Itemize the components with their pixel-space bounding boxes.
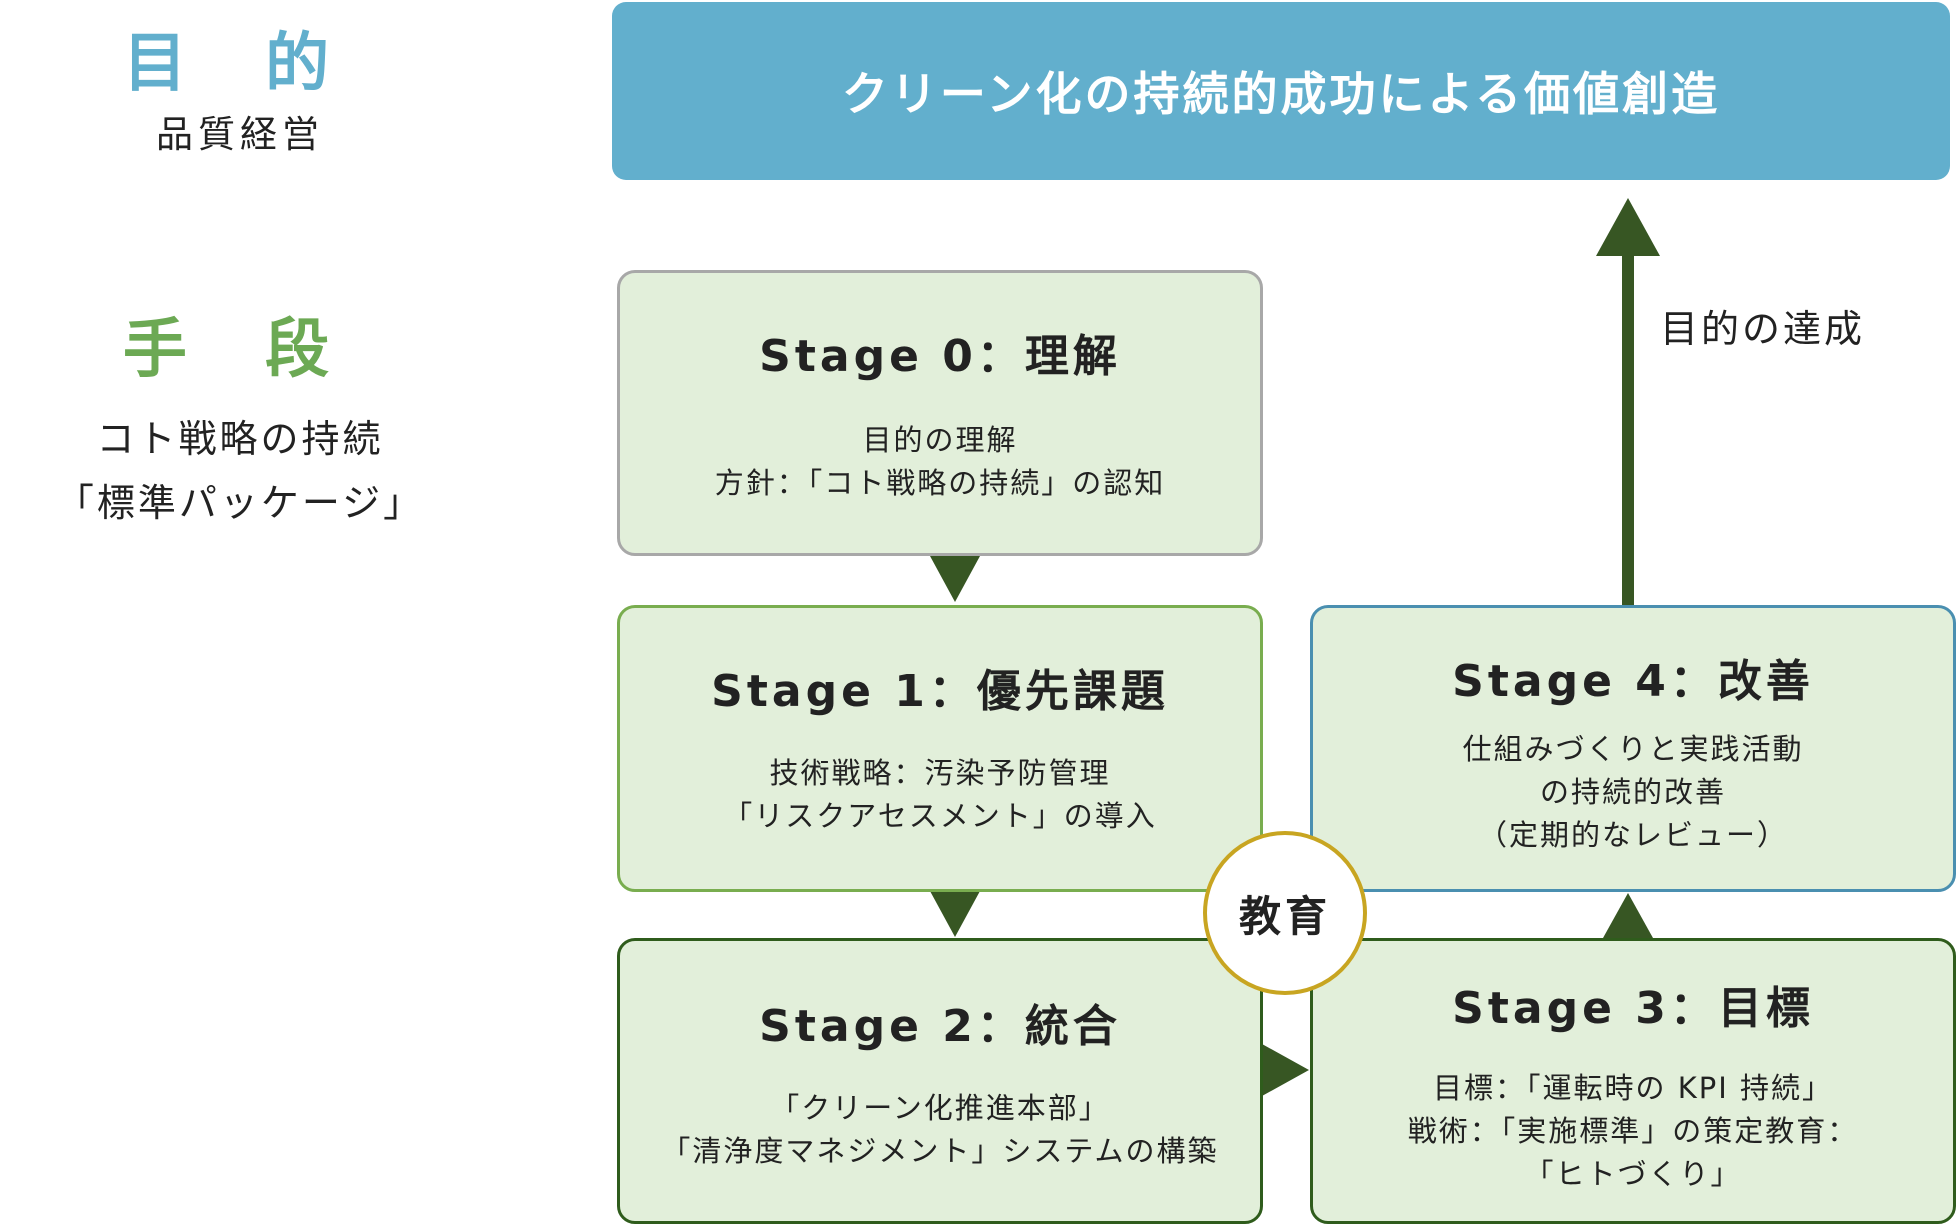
triangle-right-icon (1262, 1044, 1309, 1096)
triangle-down-icon (930, 556, 980, 602)
stage-4-line-2: の持続的改善 (1539, 775, 1726, 809)
stage-1-body: 技術戦略：汚染予防管理 「リスクアセスメント」の導入 (620, 752, 1260, 838)
means-subheading-line2: 「標準パッケージ」 (55, 481, 425, 525)
stage-4-line-3: （定期的なレビュー） (1477, 818, 1788, 852)
stage-1-line-1: 技術戦略：汚染予防管理 (769, 756, 1111, 790)
stage-1-box: Stage 1：優先課題 技術戦略：汚染予防管理 「リスクアセスメント」の導入 (617, 605, 1263, 892)
triangle-up-icon (1596, 198, 1660, 256)
stage-3-line-2: 戦術：「実施標準」の策定教育： (1407, 1114, 1859, 1148)
stage-2-title: Stage 2：統合 (759, 1001, 1121, 1052)
stage-2-body: 「クリーン化推進本部」 「清浄度マネジメント」システムの構築 (620, 1087, 1260, 1173)
purpose-heading: 目 的 (122, 27, 358, 101)
stage-4-body: 仕組みづくりと実践活動 の持続的改善 （定期的なレビュー） (1313, 728, 1953, 857)
stage-2-box: Stage 2：統合 「クリーン化推進本部」 「清浄度マネジメント」システムの構… (617, 938, 1263, 1224)
means-heading: 手 段 (122, 313, 358, 387)
achievement-label: 目的の達成 (1660, 307, 1866, 351)
stage-2-line-1: 「クリーン化推進本部」 (770, 1091, 1110, 1125)
stage-3-box: Stage 3：目標 目標：「運転時の KPI 持続」 戦術：「実施標準」の策定… (1310, 938, 1956, 1224)
stage-0-body: 目的の理解 方針：「コト戦略の持続」の認知 (620, 419, 1260, 505)
triangle-up-icon (1603, 893, 1653, 938)
purpose-subheading: 品質経営 (156, 113, 324, 156)
achievement-arrow-shaft (1622, 252, 1634, 608)
stage-3-body: 目標：「運転時の KPI 持続」 戦術：「実施標準」の策定教育： 「ヒトづくり」 (1313, 1067, 1953, 1196)
means-subheading-line1: コト戦略の持続 (96, 417, 384, 461)
stage-0-title: Stage 0：理解 (759, 331, 1121, 382)
purpose-banner-text: クリーン化の持続的成功による価値創造 (841, 67, 1721, 121)
stage-1-title: Stage 1：優先課題 (711, 666, 1169, 717)
stage-0-line-2: 方針：「コト戦略の持続」の認知 (714, 466, 1166, 500)
stage-4-line-1: 仕組みづくりと実践活動 (1462, 732, 1804, 766)
stage-1-line-2: 「リスクアセスメント」の導入 (723, 799, 1157, 833)
triangle-down-icon (930, 891, 980, 937)
stage-3-line-3: 「ヒトづくり」 (1524, 1157, 1742, 1191)
stage-3-title: Stage 3：目標 (1452, 983, 1814, 1034)
stage-2-line-2: 「清浄度マネジメント」システムの構築 (661, 1134, 1219, 1168)
stage-4-title: Stage 4：改善 (1452, 656, 1814, 707)
purpose-banner: クリーン化の持続的成功による価値創造 (612, 2, 1950, 180)
stage-4-box: Stage 4：改善 仕組みづくりと実践活動 の持続的改善 （定期的なレビュー） (1310, 605, 1956, 892)
stage-0-line-1: 目的の理解 (862, 423, 1018, 457)
stage-3-line-1: 目標：「運転時の KPI 持続」 (1433, 1071, 1833, 1105)
stage-0-box: Stage 0：理解 目的の理解 方針：「コト戦略の持続」の認知 (617, 270, 1263, 556)
education-circle: 教育 (1203, 831, 1367, 995)
education-label: 教育 (1238, 891, 1331, 941)
